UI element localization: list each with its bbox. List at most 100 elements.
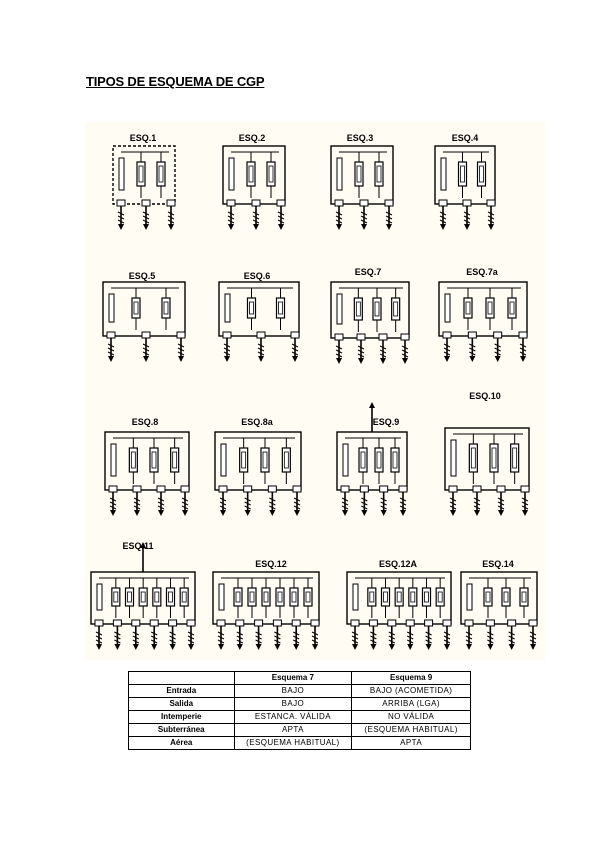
arrow-head — [530, 644, 536, 650]
arrow-head — [188, 644, 194, 650]
terminal — [424, 619, 434, 627]
table-header-esquema-7: Esquema 7 — [233, 671, 353, 685]
cable-hatch — [252, 211, 260, 224]
terminal — [267, 485, 277, 493]
terminal — [180, 485, 190, 493]
fuse-element — [283, 451, 289, 469]
fuse-element — [277, 591, 283, 603]
arrow-head — [143, 224, 149, 230]
cable-hatch — [463, 211, 471, 224]
fuse-symbol — [390, 447, 400, 473]
neutral-bar — [108, 293, 115, 323]
fuse-symbol — [468, 443, 478, 473]
scheme-label: ESQ.5 — [129, 271, 156, 281]
cable-hatch — [150, 631, 158, 644]
arrow-head — [522, 510, 528, 516]
terminal — [340, 485, 350, 493]
terminal — [387, 619, 397, 627]
fuse-symbol — [131, 297, 141, 319]
fuse-element — [376, 451, 382, 469]
scheme-label: ESQ.8a — [241, 417, 274, 427]
fuse-symbol — [128, 447, 138, 473]
neutral-bar — [220, 443, 227, 477]
fuse-element — [521, 591, 527, 603]
fuse-element — [512, 447, 518, 469]
arrow-head — [269, 510, 276, 516]
cable-hatch — [181, 497, 189, 510]
scheme-diagram: ESQ.8a — [214, 417, 302, 516]
fuse-element — [437, 591, 443, 603]
scheme-label: ESQ.3 — [347, 133, 374, 143]
scheme-diagram: ESQ.10 — [444, 391, 530, 516]
cable-hatch — [291, 343, 299, 356]
cable-hatch — [142, 343, 150, 356]
arrow-head — [444, 644, 450, 650]
fuse-symbol — [374, 161, 384, 187]
scheme-diagram: ESQ.7 — [330, 267, 410, 364]
fuse-element — [410, 591, 416, 603]
fuse-element — [113, 591, 119, 603]
terminal — [400, 333, 410, 341]
fuse-symbol — [152, 587, 162, 607]
cable-hatch — [357, 345, 365, 358]
terminal — [368, 619, 378, 627]
fuse-symbol — [510, 443, 520, 473]
fuse-symbol — [239, 447, 249, 473]
cable-hatch — [107, 343, 115, 356]
fuse-symbol — [179, 587, 189, 607]
fuse-element — [470, 447, 476, 469]
scheme-diagram: ESQ.2 — [222, 133, 286, 230]
neutral-bar — [110, 443, 117, 477]
scheme-label: ESQ.8 — [132, 417, 159, 427]
neutral-bar — [450, 439, 457, 477]
scheme-label: ESQ.12A — [379, 559, 418, 569]
scheme-diagram: ESQ.12A — [346, 559, 452, 650]
fuse-symbol — [266, 161, 276, 187]
arrow-head — [108, 356, 114, 362]
table-header-row: Esquema 7 Esquema 9 — [128, 671, 471, 685]
fuse-symbol — [246, 297, 257, 319]
neutral-bar — [352, 583, 359, 611]
scheme-diagram: ESQ.4 — [434, 133, 496, 230]
terminal — [485, 619, 495, 627]
arrow-head — [342, 510, 348, 516]
row-label: Intemperie — [128, 710, 235, 724]
terminal — [141, 331, 151, 339]
arrow-head — [508, 644, 515, 650]
arrow-head — [294, 510, 300, 516]
arrow-head — [169, 644, 176, 650]
enclosure-box — [218, 281, 300, 337]
fuse-symbol — [233, 587, 243, 607]
fuse-symbol — [483, 587, 493, 607]
table-row: Salida BAJO ARRIBA (LGA) — [128, 697, 471, 711]
terminal — [462, 199, 472, 207]
fuse-symbol — [435, 587, 445, 607]
terminal — [235, 619, 245, 627]
fuse-element — [268, 165, 274, 183]
cable-hatch — [114, 631, 121, 644]
scheme-label: ESQ.2 — [239, 133, 266, 143]
terminal — [243, 485, 253, 493]
arrow-head — [151, 644, 158, 650]
cable-hatch — [494, 343, 501, 356]
fuse-element — [369, 591, 375, 603]
fuse-symbol — [246, 161, 256, 187]
fuse-element — [355, 301, 361, 317]
cable-hatch — [293, 497, 301, 510]
fuse-symbol — [463, 297, 473, 319]
arrow-head — [293, 644, 300, 650]
cell-esquema-7: (ESQUEMA HABITUAL) — [233, 736, 353, 750]
fuse-symbol — [136, 161, 146, 187]
terminal — [94, 619, 104, 627]
arrow-head — [255, 644, 262, 650]
cell-esquema-9: NO VÁLIDA — [351, 710, 471, 724]
enclosure-box — [438, 281, 528, 337]
cable-hatch — [473, 497, 481, 510]
arrow-head — [218, 644, 224, 650]
arrow-head — [358, 358, 364, 364]
arrow-head — [466, 644, 472, 650]
cable-hatch — [269, 497, 276, 510]
terminal — [141, 199, 151, 207]
fuse-symbol — [485, 297, 495, 319]
fuse-symbol — [289, 587, 299, 607]
